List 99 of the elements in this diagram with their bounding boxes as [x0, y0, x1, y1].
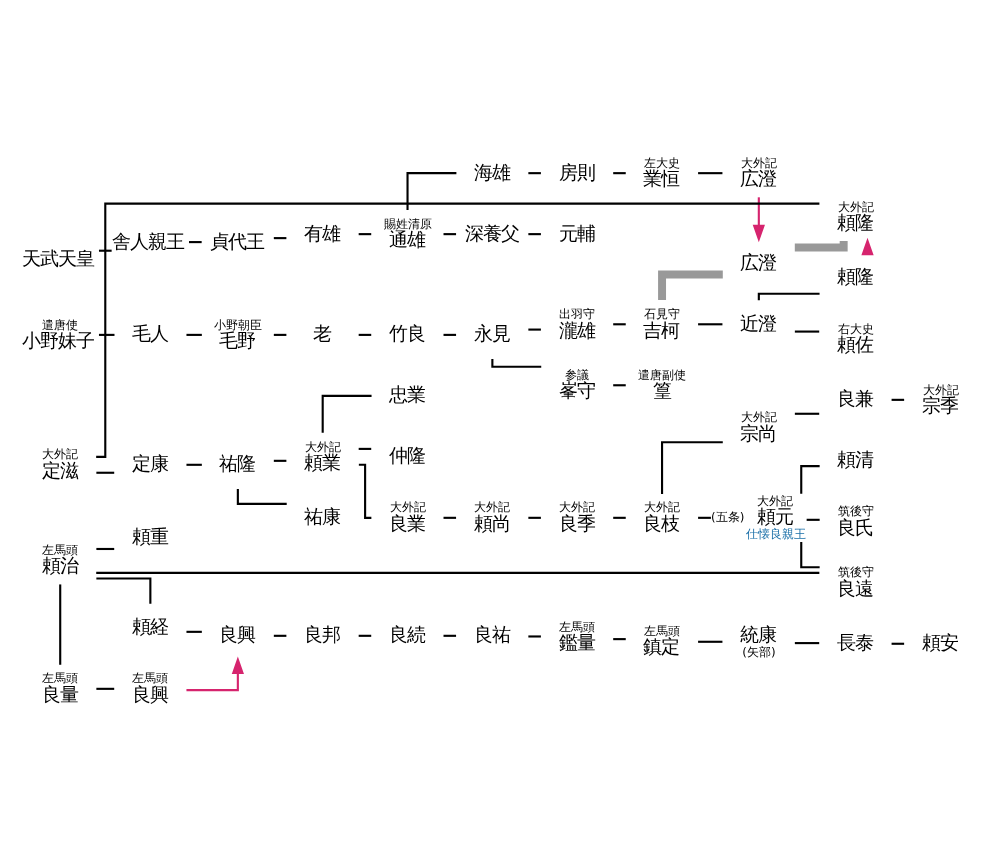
- node-text: 頼業: [304, 452, 341, 475]
- connector: [96, 686, 115, 689]
- connector: [613, 322, 626, 325]
- node-text: 頼隆: [837, 266, 874, 289]
- node-text: 深養父: [464, 222, 519, 245]
- node-text: 有雄: [304, 222, 341, 245]
- node-text: 毛人: [131, 323, 168, 346]
- node-text: 良興: [219, 624, 256, 647]
- node-text: 毛野: [219, 330, 256, 353]
- connector: [96, 576, 152, 603]
- connector: [613, 171, 626, 174]
- arrow: [186, 655, 244, 691]
- node-text: 貞代王: [210, 230, 265, 253]
- node-text: 天武天皇: [21, 247, 94, 270]
- node-text: 通雄: [388, 229, 425, 252]
- connector: [186, 462, 202, 465]
- node-text: 良続: [388, 624, 425, 647]
- connector: [96, 546, 115, 550]
- connector: [661, 440, 723, 493]
- node-text: 業恒: [643, 168, 680, 191]
- node-text: 竹良: [388, 323, 425, 346]
- node-text: 頼治: [41, 555, 78, 578]
- connector: [698, 639, 723, 642]
- connector: [528, 232, 541, 235]
- node-text: 良季: [558, 513, 595, 536]
- node-text: 元輔: [558, 222, 595, 245]
- connector: [96, 570, 820, 573]
- node-text: 瀧雄: [558, 319, 595, 342]
- node-text: 良遠: [837, 577, 874, 600]
- connector: [59, 583, 62, 664]
- connector: [613, 383, 626, 386]
- node-text: 海雄: [473, 161, 510, 184]
- node-text: 良興: [131, 684, 168, 707]
- node-text: 頼隆: [837, 212, 874, 235]
- node-text: 老: [313, 323, 332, 346]
- connector: [528, 171, 541, 174]
- node-text: 良業: [388, 513, 425, 536]
- node-text: 良祐: [473, 624, 510, 647]
- node-text: 良量: [41, 684, 78, 707]
- node-text: 鑑量: [558, 632, 595, 655]
- connector: [613, 637, 626, 640]
- connector: [806, 517, 820, 520]
- node-text: 宗季: [921, 395, 958, 418]
- arrow: [752, 196, 765, 242]
- connector: [800, 540, 820, 568]
- connector: [236, 487, 287, 504]
- connector: [406, 171, 457, 210]
- connector: [528, 515, 541, 518]
- node-text: 定康: [131, 453, 168, 476]
- node-text: 頼清: [837, 449, 874, 472]
- connector: [800, 464, 820, 493]
- node-text: 忠業: [388, 384, 425, 407]
- connector: [491, 358, 542, 367]
- node-text: 小野妹子: [21, 330, 94, 353]
- node-text: 房則: [558, 161, 595, 184]
- node-text: 定滋: [41, 460, 78, 482]
- connector: [794, 239, 848, 251]
- connector: [528, 327, 541, 330]
- node-text: 頼佐: [837, 334, 874, 357]
- connector: [186, 332, 202, 335]
- connector: [757, 291, 820, 300]
- connector: [794, 329, 820, 332]
- connector: [794, 641, 820, 644]
- node-text: 広澄: [740, 251, 777, 274]
- node-text: 良邦: [304, 624, 341, 647]
- connector: [186, 629, 202, 632]
- node-text: 良氏: [837, 517, 874, 539]
- node-text: 舎人親王: [111, 230, 184, 253]
- node-text: 吉柯: [643, 319, 680, 342]
- node-text: 峯守: [558, 380, 595, 403]
- connector: [613, 515, 626, 518]
- node-text: 長泰: [837, 632, 874, 655]
- connector: [698, 322, 723, 325]
- node-text: 仲隆: [388, 445, 425, 468]
- connector: [96, 470, 115, 473]
- node-text: 鎮定: [643, 636, 680, 659]
- node-text: 祐康: [304, 506, 341, 529]
- node-text: 良兼: [837, 388, 874, 411]
- node-text: 広澄: [740, 168, 777, 191]
- node-text: 頼尚: [473, 513, 510, 536]
- connector: [698, 171, 723, 174]
- connector: [794, 411, 820, 414]
- node-text: 良枝: [643, 513, 680, 536]
- connector: [321, 393, 372, 432]
- connector: [358, 462, 372, 518]
- node-text: 近澄: [740, 312, 777, 335]
- node-text: 頼元: [756, 506, 793, 529]
- node-text: 統康: [740, 624, 777, 647]
- node-text: 頼経: [131, 616, 168, 639]
- connector: [658, 269, 723, 299]
- connector: [698, 515, 711, 518]
- node-text: 頼安: [921, 632, 958, 655]
- node-text: 永見: [473, 323, 510, 346]
- node-text: 篁: [652, 380, 671, 403]
- node-text: 宗尚: [740, 422, 777, 445]
- connector: [528, 634, 541, 637]
- connector: [189, 240, 202, 243]
- node-text: 頼重: [131, 526, 168, 549]
- node-text: 祐隆: [219, 453, 256, 476]
